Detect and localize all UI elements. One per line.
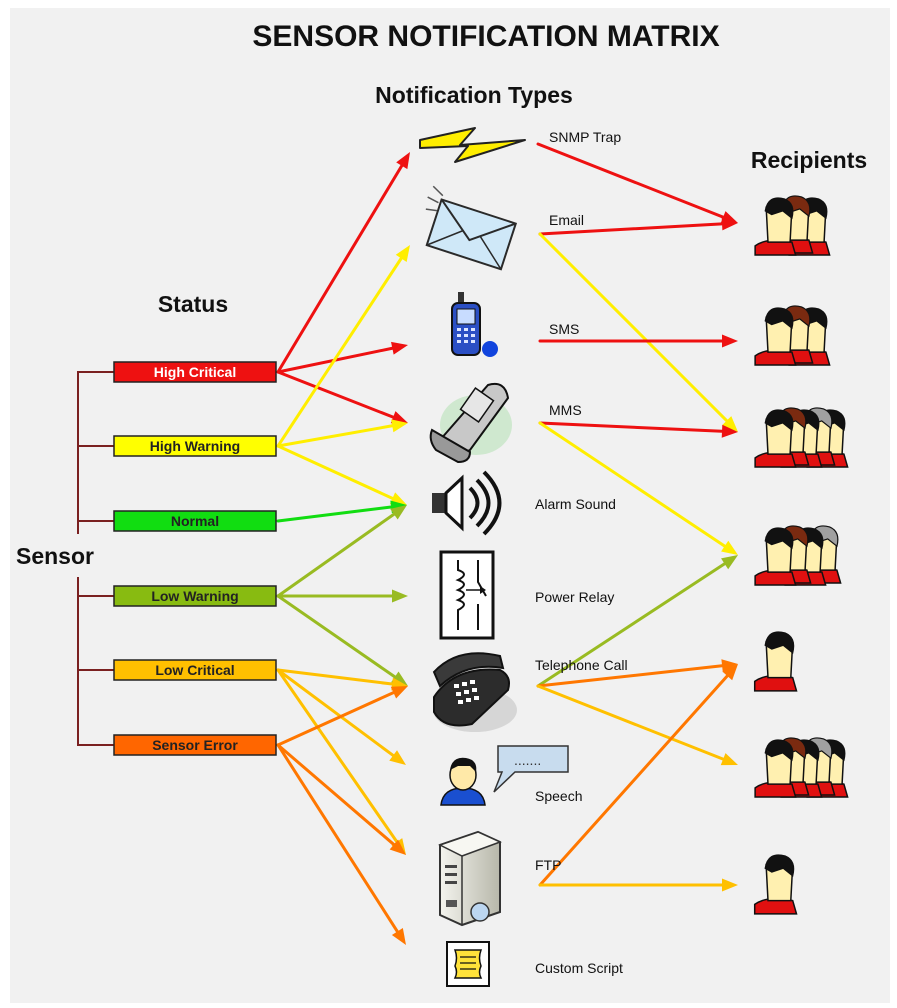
people-icon [754,525,842,586]
status-high-warning: High Warning [113,435,277,457]
people-icon [754,737,849,798]
status-label: High Critical [154,364,236,380]
person-icon [753,631,798,692]
status-normal: Normal [113,510,277,532]
cell-phone-icon [451,292,498,357]
notification-label-speech: Speech [535,788,582,804]
arrow-high-critical-to-snmp-trap [276,152,410,374]
notification-label-snmp-trap: SNMP Trap [549,129,621,145]
arrow-email-to-recipient-3 [538,232,738,432]
status-box [113,510,277,532]
speech-person-icon: ....... [440,745,569,806]
recipient-icons [753,195,849,915]
person-icon [753,854,798,915]
notification-labels: SNMP Trap Email SMS MMS Alarm Sound Powe… [535,129,628,976]
arrow-telephone-call-to-recipient-6 [536,684,738,766]
arrow-sensor-error-to-ftp [276,743,406,855]
status-box [113,435,277,457]
diagram-title: SENSOR NOTIFICATION MATRIX [252,20,719,53]
status-box [113,734,277,756]
arrow-low-warning-to-power-relay [276,589,408,603]
telephone-icon [432,652,517,732]
notification-label-ftp: FTP [535,857,561,873]
script-icon [446,941,490,987]
arrow-high-warning-to-alarm-sound [276,444,407,505]
notification-label-power-relay: Power Relay [535,589,614,605]
status-label: High Warning [150,438,240,454]
svg-text:.......: ....... [514,752,541,768]
flip-phone-icon [429,382,512,464]
connection-arrows [276,142,738,945]
arrow-email-to-recipient-1 [538,217,738,236]
lightning-icon [419,127,526,163]
status-label: Normal [171,513,219,529]
arrow-low-critical-to-speech [276,668,406,765]
people-icon [754,407,849,468]
arrow-mms-to-recipient-3 [538,421,738,438]
arrow-low-warning-to-alarm-sound [276,505,407,598]
arrow-high-warning-to-mms [276,419,408,448]
arrow-high-warning-to-email [276,245,410,448]
people-icon [754,195,831,256]
notification-label-custom-script: Custom Script [535,960,623,976]
arrow-mms-to-recipient-4 [538,421,738,555]
status-box [113,659,277,681]
status-sensor-error: Sensor Error [113,734,277,756]
sensor-label: Sensor [16,543,94,569]
server-icon [438,830,502,927]
arrow-sensor-error-to-custom-script [276,743,406,945]
arrow-ftp-to-recipient-5 [538,664,738,887]
arrow-sms-to-recipient-2 [538,334,738,348]
status-label: Low Critical [155,662,234,678]
notification-label-telephone-call: Telephone Call [535,657,628,673]
status-label: Sensor Error [152,737,238,753]
notification-label-sms: SMS [549,321,579,337]
status-low-critical: Low Critical [113,659,277,681]
arrow-ftp-to-recipient-7 [538,878,738,892]
sensor-bracket [77,371,114,746]
relay-icon [439,550,495,640]
notification-label-alarm-sound: Alarm Sound [535,496,616,512]
notification-types-heading: Notification Types [375,82,573,108]
status-high-critical: High Critical [113,361,277,383]
speaker-icon [432,470,502,536]
status-label: Low Warning [151,588,238,604]
recipients-heading: Recipients [751,147,867,173]
people-icon [754,305,831,366]
envelope-icon [425,185,518,271]
arrow-telephone-call-to-recipient-5 [536,659,738,688]
status-heading: Status [158,291,228,317]
arrow-high-critical-to-mms [276,370,408,424]
status-box [113,361,277,383]
status-low-warning: Low Warning [113,585,277,607]
notification-label-email: Email [549,212,584,228]
arrow-telephone-call-to-recipient-4 [536,555,738,688]
status-box [113,585,277,607]
notification-label-mms: MMS [549,402,582,418]
arrow-sensor-error-to-telephone-call [276,686,408,747]
